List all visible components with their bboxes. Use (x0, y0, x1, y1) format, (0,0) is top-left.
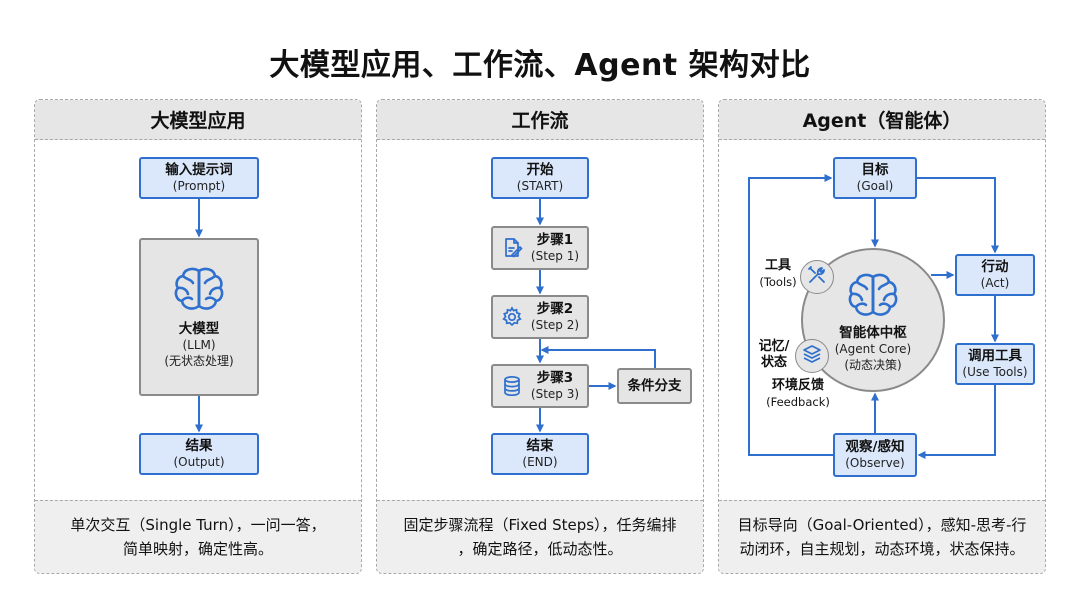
feedback-sub: (Feedback) (766, 395, 830, 409)
llm-panel-header: 大模型应用 (35, 100, 361, 140)
workflow-footer-line1: 固定步骤流程（Fixed Steps），任务编排 (403, 516, 677, 534)
memory-badge (795, 339, 829, 373)
end-box: 结束 (END) (491, 433, 589, 475)
agent-core: 智能体中枢 (Agent Core) (动态决策) (815, 262, 931, 382)
llm-footer-line2: 简单映射，确定性高。 (122, 540, 273, 558)
brain-icon (173, 266, 225, 315)
agent-footer-line2: 动闭环，自主规划，动态环境，状态保持。 (739, 540, 1025, 558)
step1-box: 步骤1 (Step 1) (491, 226, 589, 270)
act-title: 行动 (981, 259, 1009, 275)
llm-sub2: (无状态处理) (164, 353, 234, 368)
step2-box: 步骤2 (Step 2) (491, 295, 589, 339)
memory-label: 记忆/ 状态 (756, 339, 792, 371)
core-title: 智能体中枢 (839, 324, 907, 341)
step2-sub: (Step 2) (530, 318, 580, 332)
database-icon (501, 375, 523, 397)
document-edit-icon (501, 237, 523, 259)
workflow-panel-header: 工作流 (377, 100, 703, 140)
llm-title: 大模型 (178, 320, 220, 337)
tools-sub: (Tools) (759, 275, 797, 289)
output-title: 结果 (185, 438, 213, 454)
branch-title: 条件分支 (627, 378, 682, 394)
memory-line1: 记忆/ (758, 339, 790, 354)
use-tools-sub: (Use Tools) (962, 365, 1028, 379)
start-sub: (START) (516, 179, 564, 193)
memory-line2: 状态 (760, 355, 787, 370)
step2-title: 步骤2 (536, 301, 574, 317)
step3-title: 步骤3 (536, 370, 574, 386)
start-box: 开始 (START) (491, 157, 589, 199)
llm-footer-line1: 单次交互（Single Turn），一问一答， (70, 516, 326, 534)
llm-box: 大模型 (LLM) (无状态处理) (139, 238, 259, 396)
goal-box: 目标 (Goal) (833, 157, 917, 199)
agent-footer-line1: 目标导向（Goal-Oriented），感知-思考-行 (737, 516, 1027, 534)
llm-sub1: (LLM) (182, 337, 216, 352)
gear-icon (501, 306, 523, 328)
act-sub: (Act) (980, 276, 1010, 290)
layers-icon (802, 344, 822, 368)
tools-title: 工具 (764, 258, 791, 273)
output-sub: (Output) (173, 455, 225, 469)
output-box: 结果 (Output) (139, 433, 259, 475)
agent-panel-header: Agent（智能体） (719, 100, 1045, 140)
step1-title: 步骤1 (536, 232, 574, 248)
core-sub1: (Agent Core) (834, 341, 912, 356)
act-box: 行动 (Act) (955, 254, 1035, 296)
branch-box: 条件分支 (617, 368, 692, 404)
step1-sub: (Step 1) (530, 249, 580, 263)
step3-box: 步骤3 (Step 3) (491, 364, 589, 408)
tools-label: 工具 (Tools) (756, 258, 800, 291)
start-title: 开始 (526, 162, 554, 178)
goal-title: 目标 (861, 162, 889, 178)
page-title: 大模型应用、工作流、Agent 架构对比 (269, 48, 811, 83)
llm-panel-footer: 单次交互（Single Turn），一问一答， 简单映射，确定性高。 (35, 500, 361, 573)
observe-box: 观察/感知 (Observe) (833, 433, 917, 477)
observe-title: 观察/感知 (845, 439, 905, 455)
use-tools-box: 调用工具 (Use Tools) (955, 343, 1035, 385)
use-tools-title: 调用工具 (968, 348, 1022, 364)
prompt-box: 输入提示词 (Prompt) (139, 157, 259, 199)
feedback-title: 环境反馈 (771, 378, 824, 393)
observe-sub: (Observe) (845, 456, 905, 470)
core-sub2: (动态决策) (844, 357, 902, 372)
goal-sub: (Goal) (856, 179, 894, 193)
prompt-title: 输入提示词 (165, 162, 233, 178)
brain-icon (847, 272, 899, 321)
agent-panel-footer: 目标导向（Goal-Oriented），感知-思考-行动闭环，自主规划，动态环境… (719, 500, 1045, 573)
tools-icon (807, 265, 827, 289)
end-sub: (END) (522, 455, 558, 469)
step3-sub: (Step 3) (530, 387, 580, 401)
prompt-sub: (Prompt) (172, 179, 226, 193)
end-title: 结束 (526, 438, 554, 454)
workflow-footer-line2: ，确定路径，低动态性。 (457, 540, 623, 558)
workflow-panel-footer: 固定步骤流程（Fixed Steps），任务编排 ，确定路径，低动态性。 (377, 500, 703, 573)
tools-badge (800, 260, 834, 294)
feedback-label: 环境反馈 (Feedback) (760, 378, 836, 411)
